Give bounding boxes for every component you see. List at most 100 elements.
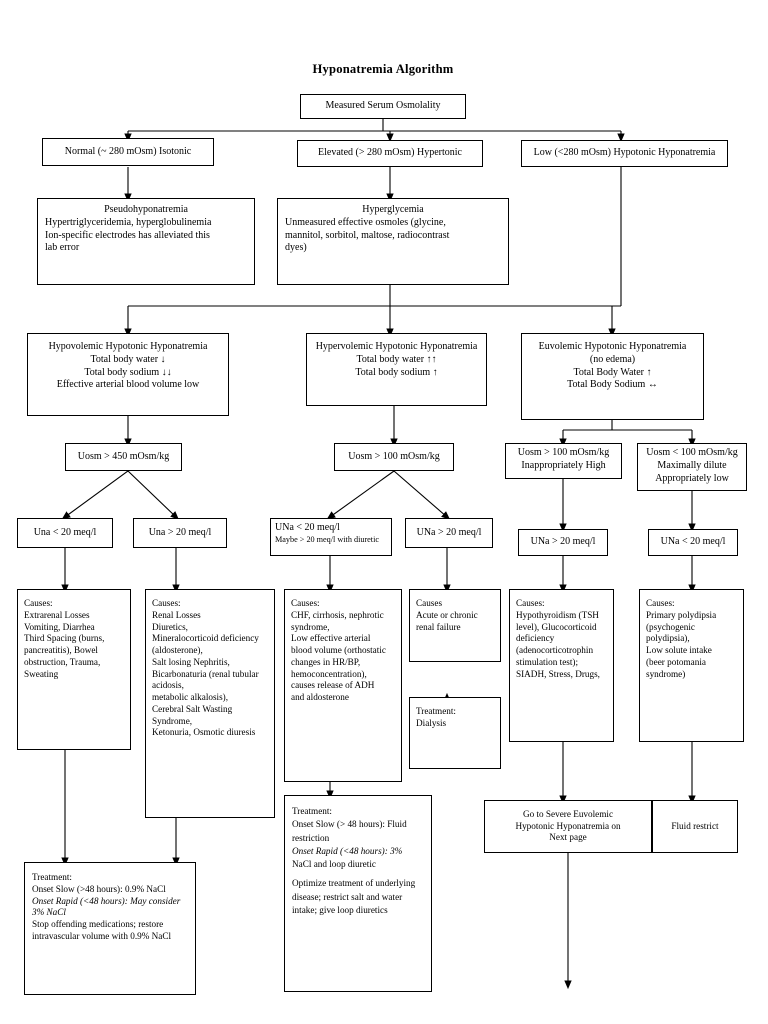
node-label: 3% NaCl	[32, 907, 66, 918]
node-osm-normal[interactable]: Normal (~ 280 mOsm) Isotonic	[42, 138, 214, 166]
node-causes-siadh[interactable]: Causes: Hypothyroidism (TSH level), Gluc…	[509, 589, 614, 742]
node-label: intake; give loop diuretics	[292, 905, 388, 916]
node-label: Measured Serum Osmolality	[325, 100, 441, 112]
node-una-lt20-hypovolemic[interactable]: Una < 20 meq/l	[17, 518, 113, 548]
node-label: Total Body Water ↑	[573, 366, 652, 378]
node-osm-low[interactable]: Low (<280 mOsm) Hypotonic Hyponatremia	[521, 140, 728, 167]
node-label: Treatment:	[416, 706, 456, 716]
node-label: Renal Losses	[152, 609, 201, 620]
node-label: renal failure	[416, 621, 461, 632]
node-euvolemic-hypotonic[interactable]: Euvolemic Hypotonic Hyponatremia (no ede…	[521, 333, 704, 420]
node-uosm-100-maximally-dilute[interactable]: Uosm < 100 mOsm/kg Maximally dilute Appr…	[637, 443, 747, 491]
node-label: Dialysis	[416, 717, 447, 728]
node-label: Ketonuria, Osmotic diuresis	[152, 727, 256, 738]
node-pseudohyponatremia[interactable]: Pseudohyponatremia Hypertriglyceridemia,…	[37, 198, 255, 285]
node-label: Causes:	[152, 598, 181, 608]
node-label: Vomiting, Diarrhea	[24, 621, 95, 632]
node-label: Low solute intake	[646, 645, 712, 656]
node-label: Inappropriately High	[521, 459, 606, 471]
node-causes-renal-losses[interactable]: Causes: Renal Losses Diuretics, Mineralo…	[145, 589, 275, 818]
node-label: Low effective arterial	[291, 633, 371, 644]
node-label: syndrome)	[646, 668, 686, 679]
node-label: restriction	[292, 832, 330, 843]
node-label: UNa > 20 meq/l	[530, 536, 596, 548]
node-hypovolemic-hypotonic[interactable]: Hypovolemic Hypotonic Hyponatremia Total…	[27, 333, 229, 416]
node-label: Total Body Sodium ↔	[567, 379, 658, 391]
node-label: Bicarbonaturia (renal tubular	[152, 668, 259, 679]
node-treatment-hypovolemic[interactable]: Treatment: Onset Slow (>48 hours): 0.9% …	[24, 862, 196, 995]
node-label: Salt losing Nephritis,	[152, 656, 230, 667]
node-una-gt20-hypovolemic[interactable]: Una > 20 meq/l	[133, 518, 227, 548]
node-fluid-restrict[interactable]: Fluid restrict	[652, 800, 738, 853]
node-label: Onset Rapid (<48 hours): 3%	[292, 846, 403, 857]
node-uosm-100-hypervolemic[interactable]: Uosm > 100 mOsm/kg	[334, 443, 454, 471]
node-label: Causes	[416, 598, 443, 608]
node-label: polydipsia),	[646, 633, 690, 644]
node-label: pancreatitis), Bowel	[24, 645, 98, 656]
node-label: Normal (~ 280 mOsm) Isotonic	[64, 145, 192, 157]
node-treatment-dialysis[interactable]: Treatment: Dialysis	[409, 697, 501, 769]
node-label: Hypervolemic Hypotonic Hyponatremia	[315, 341, 478, 352]
node-label: level), Glucocorticoid	[516, 621, 597, 632]
node-label: UNa < 20 meq/l	[660, 536, 726, 548]
node-label: SIADH, Stress, Drugs,	[516, 668, 600, 679]
node-treatment-hypervolemic[interactable]: Treatment: Onset Slow (> 48 hours): Flui…	[284, 795, 432, 992]
node-label: Hypotonic Hyponatremia on	[515, 820, 621, 831]
node-label: NaCl and loop diuretic	[292, 859, 376, 870]
node-una-lt20-euvolemic[interactable]: UNa < 20 meq/l	[648, 529, 738, 556]
node-una-lt20-hypervolemic[interactable]: UNa < 20 meq/l Maybe > 20 meq/l with diu…	[270, 518, 392, 556]
node-label: Causes:	[516, 598, 545, 608]
node-label: lab error	[45, 242, 80, 254]
node-causes-renal-failure[interactable]: Causes Acute or chronic renal failure	[409, 589, 501, 662]
node-label: Una < 20 meq/l	[33, 526, 97, 538]
node-una-gt20-euvolemic[interactable]: UNa > 20 meq/l	[518, 529, 608, 556]
node-label: Causes:	[646, 598, 675, 608]
node-label: Diuretics,	[152, 621, 188, 632]
node-label: stimulation test);	[516, 656, 579, 667]
node-label: Uosm > 100 mOsm/kg	[348, 450, 440, 462]
node-osm-elevated[interactable]: Elevated (> 280 mOsm) Hypertonic	[297, 140, 483, 167]
node-label: Hypovolemic Hypotonic Hyponatremia	[48, 341, 208, 352]
node-label: (no edema)	[589, 353, 636, 365]
node-label: (aldosterone),	[152, 645, 203, 656]
node-uosm-100-inappropriately-high[interactable]: Uosm > 100 mOsm/kg Inappropriately High	[505, 443, 622, 479]
node-measured-serum-osmolality[interactable]: Measured Serum Osmolality	[300, 94, 466, 119]
node-label: Uosm < 100 mOsm/kg	[646, 447, 738, 458]
node-label: Optimize treatment of underlying	[292, 878, 416, 889]
node-label: Sweating	[24, 668, 59, 679]
node-label: Acute or chronic	[416, 609, 478, 620]
node-label: hemoconcentration),	[291, 668, 367, 679]
node-label: (beer potomania	[646, 656, 706, 667]
node-una-gt20-hypervolemic[interactable]: UNa > 20 meq/l	[405, 518, 493, 548]
node-label: syndrome,	[291, 621, 330, 632]
node-uosm-450[interactable]: Uosm > 450 mOsm/kg	[65, 443, 182, 471]
node-label: (psychogenic	[646, 621, 695, 632]
node-label: Syndrome,	[152, 715, 193, 726]
node-label: (adenocorticotrophin	[516, 645, 594, 656]
node-label: Cerebral Salt Wasting	[152, 703, 233, 714]
node-label: Unmeasured effective osmoles (glycine,	[285, 216, 446, 228]
node-label: Hyperglycemia	[362, 204, 424, 215]
node-hyperglycemia[interactable]: Hyperglycemia Unmeasured effective osmol…	[277, 198, 509, 285]
node-label: Hypothyroidism (TSH	[516, 609, 599, 620]
node-label: Extrarenal Losses	[24, 609, 90, 620]
node-label: Fluid restrict	[671, 820, 719, 831]
node-label: blood volume (orthostatic	[291, 645, 386, 656]
node-causes-chf-cirrhosis[interactable]: Causes: CHF, cirrhosis, nephrotic syndro…	[284, 589, 402, 782]
node-label: Causes:	[291, 598, 320, 608]
node-label: Maximally dilute	[657, 459, 727, 471]
node-label: Onset Slow (> 48 hours): Fluid	[292, 819, 407, 830]
node-label: Primary polydipsia	[646, 609, 717, 620]
node-label: changes in HR/BP,	[291, 656, 361, 667]
node-hypervolemic-hypotonic[interactable]: Hypervolemic Hypotonic Hyponatremia Tota…	[306, 333, 487, 406]
node-label: Una > 20 meq/l	[148, 526, 212, 538]
node-label: Maybe > 20 meq/l with diuretic	[275, 534, 379, 544]
node-label: and aldosterone	[291, 692, 349, 703]
node-label: causes release of ADH	[291, 680, 375, 691]
node-causes-extrarenal-losses[interactable]: Causes: Extrarenal Losses Vomiting, Diar…	[17, 589, 131, 750]
node-goto-severe-euvolemic[interactable]: Go to Severe Euvolemic Hypotonic Hyponat…	[484, 800, 652, 853]
node-label: Elevated (> 280 mOsm) Hypertonic	[318, 147, 462, 159]
node-label: Ion-specific electrodes has alleviated t…	[45, 229, 210, 241]
node-causes-primary-polydipsia[interactable]: Causes: Primary polydipsia (psychogenic …	[639, 589, 744, 742]
